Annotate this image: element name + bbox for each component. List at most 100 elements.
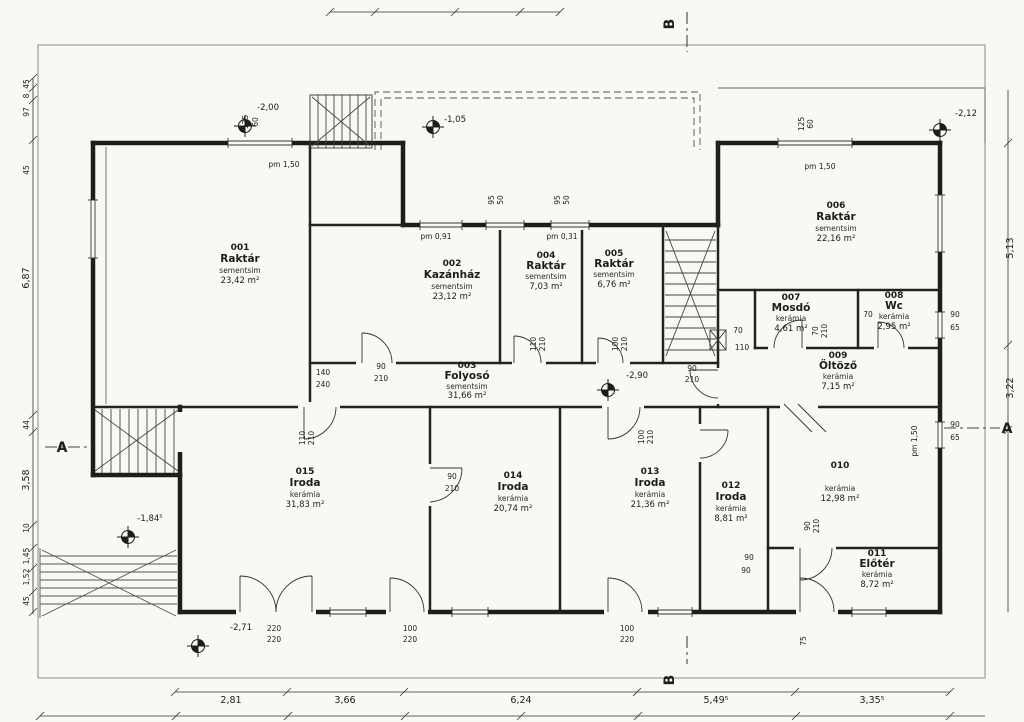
room-label-013: 013 Iroda kerámia 21,36 m² (631, 467, 670, 510)
dimension-label: 90 (741, 566, 751, 575)
dimension-label: 125 (797, 117, 806, 132)
room-name: Iroda (635, 477, 666, 489)
room-number: 007 (782, 293, 801, 303)
chain-labels: 2,81 3,66 6,24 5,49⁵ 3,35⁵ 45 8 97 45 6,… (21, 79, 1016, 706)
canopy-dashed-outline (374, 91, 701, 150)
room-label-014: 014 Iroda kerámia 20,74 m² (494, 471, 533, 514)
room-material: kerámia (635, 490, 665, 499)
dimension-label: 100 (620, 624, 635, 633)
chain-label: 6,87 (21, 267, 32, 288)
section-letters: B B A A (57, 19, 1013, 686)
room-label-012: 012 Iroda kerámia 8,81 m² (714, 481, 747, 524)
dimension-label: 210 (374, 374, 389, 383)
section-letter-b-top: B (662, 19, 678, 30)
room-number: 006 (827, 201, 846, 211)
dimension-labels: 125 60 95 50 95 50 125 60 90 65 70 110 2… (241, 115, 960, 646)
dimension-label: 90 (803, 521, 812, 531)
dimension-label: 90 (447, 472, 457, 481)
dimension-label: 60 (251, 117, 260, 127)
room-label-006: 006 Raktár sementsim 22,16 m² (815, 201, 856, 244)
chain-label: 1,45 (22, 547, 31, 564)
dimension-label: 100 (403, 624, 418, 633)
room-area: 22,16 m² (817, 234, 856, 244)
dimension-label: 240 (316, 380, 331, 389)
chain-label: 3,66 (334, 695, 355, 706)
room-label-009: 009 Öltöző kerámia 7,15 m² (819, 351, 857, 392)
room-material: kerámia (498, 494, 528, 503)
room-name: Öltöző (819, 358, 857, 372)
room-label-015: 015 Iroda kerámia 31,83 m² (286, 467, 325, 510)
room-name: Iroda (498, 481, 529, 493)
section-letter-a-right: A (1002, 421, 1013, 437)
exterior-walls (90, 140, 943, 615)
room-label-003: 003 Folyosó sementsim 31,66 m² (444, 361, 489, 401)
chain-label: 6,24 (510, 695, 531, 706)
parapet-labels: pm 1,50 pm 0,91 pm 0,31 pm 1,50 pm 1,50 (268, 160, 919, 457)
chain-label: 45 (22, 79, 31, 89)
room-name: Raktár (220, 253, 260, 265)
dimension-label: 50 (496, 195, 505, 205)
room-name: Raktár (816, 211, 856, 223)
level-labels: -2,00 -1,05 -2,12 -2,90 -1,84⁵ -2,71 (137, 103, 977, 633)
level-label: -2,00 (257, 103, 279, 113)
room-number: 015 (296, 467, 315, 477)
room-material: kerámia (823, 372, 853, 381)
dimension-label: 110 (529, 337, 538, 352)
section-lines (45, 12, 1000, 664)
level-label: -1,84⁵ (137, 514, 162, 524)
room-label-001: 001 Raktár sementsim 23,42 m² (219, 243, 260, 286)
level-label: -2,71 (230, 623, 252, 633)
dimension-label: 140 (316, 368, 331, 377)
room-label-011: 011 Előtér kerámia 8,72 m² (859, 549, 895, 590)
room-area: 8,72 m² (860, 580, 893, 590)
room-label-010: 010 kerámia 12,98 m² (821, 461, 860, 504)
chain-label: 45 (22, 165, 31, 175)
room-number: 002 (443, 259, 462, 269)
room-labels: 001 Raktár sementsim 23,42 m² 002 Kazánh… (219, 201, 910, 590)
room-number: 004 (537, 251, 556, 261)
dimension-label: 125 (241, 115, 250, 130)
room-area: 7,15 m² (821, 382, 854, 392)
dimension-label: 220 (620, 635, 635, 644)
room-name: Iroda (290, 477, 321, 489)
dimension-label: 60 (806, 119, 815, 129)
dimension-label: 90 (744, 553, 754, 562)
dimension-label: 90 (376, 362, 386, 371)
room-material: sementsim (219, 266, 260, 275)
room-number: 014 (504, 471, 523, 481)
dimension-label: 100 (611, 337, 620, 352)
dimension-chains (28, 7, 1013, 721)
room-label-008: 008 Wc kerámia 2,95 m² (877, 291, 910, 332)
chain-label: 10 (22, 523, 31, 533)
dimension-label: 210 (812, 519, 821, 534)
chain-label: 3,35⁵ (860, 695, 885, 706)
stairs-entrance-top (309, 94, 373, 149)
site-frame (37, 44, 986, 679)
chain-label: 2,81 (220, 695, 241, 706)
chain-label: 5,13 (1005, 237, 1016, 258)
stairs-exterior-bottom-left (39, 548, 177, 618)
level-label: -2,90 (626, 371, 648, 381)
dimension-label: 210 (307, 431, 316, 446)
dimension-label: 210 (685, 375, 700, 384)
dimension-label: 210 (620, 337, 629, 352)
chain-label: 44 (22, 420, 31, 430)
chain-label: 5,49⁵ (704, 695, 729, 706)
dimension-label: 220 (267, 635, 282, 644)
dimension-label: 75 (799, 636, 808, 646)
stairs-interior-left (94, 409, 179, 473)
room-material: sementsim (525, 272, 566, 281)
dimension-label: 70 (811, 326, 820, 336)
level-benchmark-icon (928, 118, 952, 142)
dimension-label: 210 (538, 337, 547, 352)
room-material: kerámia (825, 484, 855, 493)
room-material: sementsim (593, 270, 634, 279)
room-label-007: 007 Mosdó kerámia 4,61 m² (772, 293, 811, 334)
parapet-label: pm 1,50 (268, 160, 299, 169)
room-area: 23,12 m² (433, 292, 472, 302)
room-area: 23,42 m² (221, 276, 260, 286)
room-label-005: 005 Raktár sementsim 6,76 m² (593, 249, 634, 290)
room-name: Iroda (716, 491, 747, 503)
